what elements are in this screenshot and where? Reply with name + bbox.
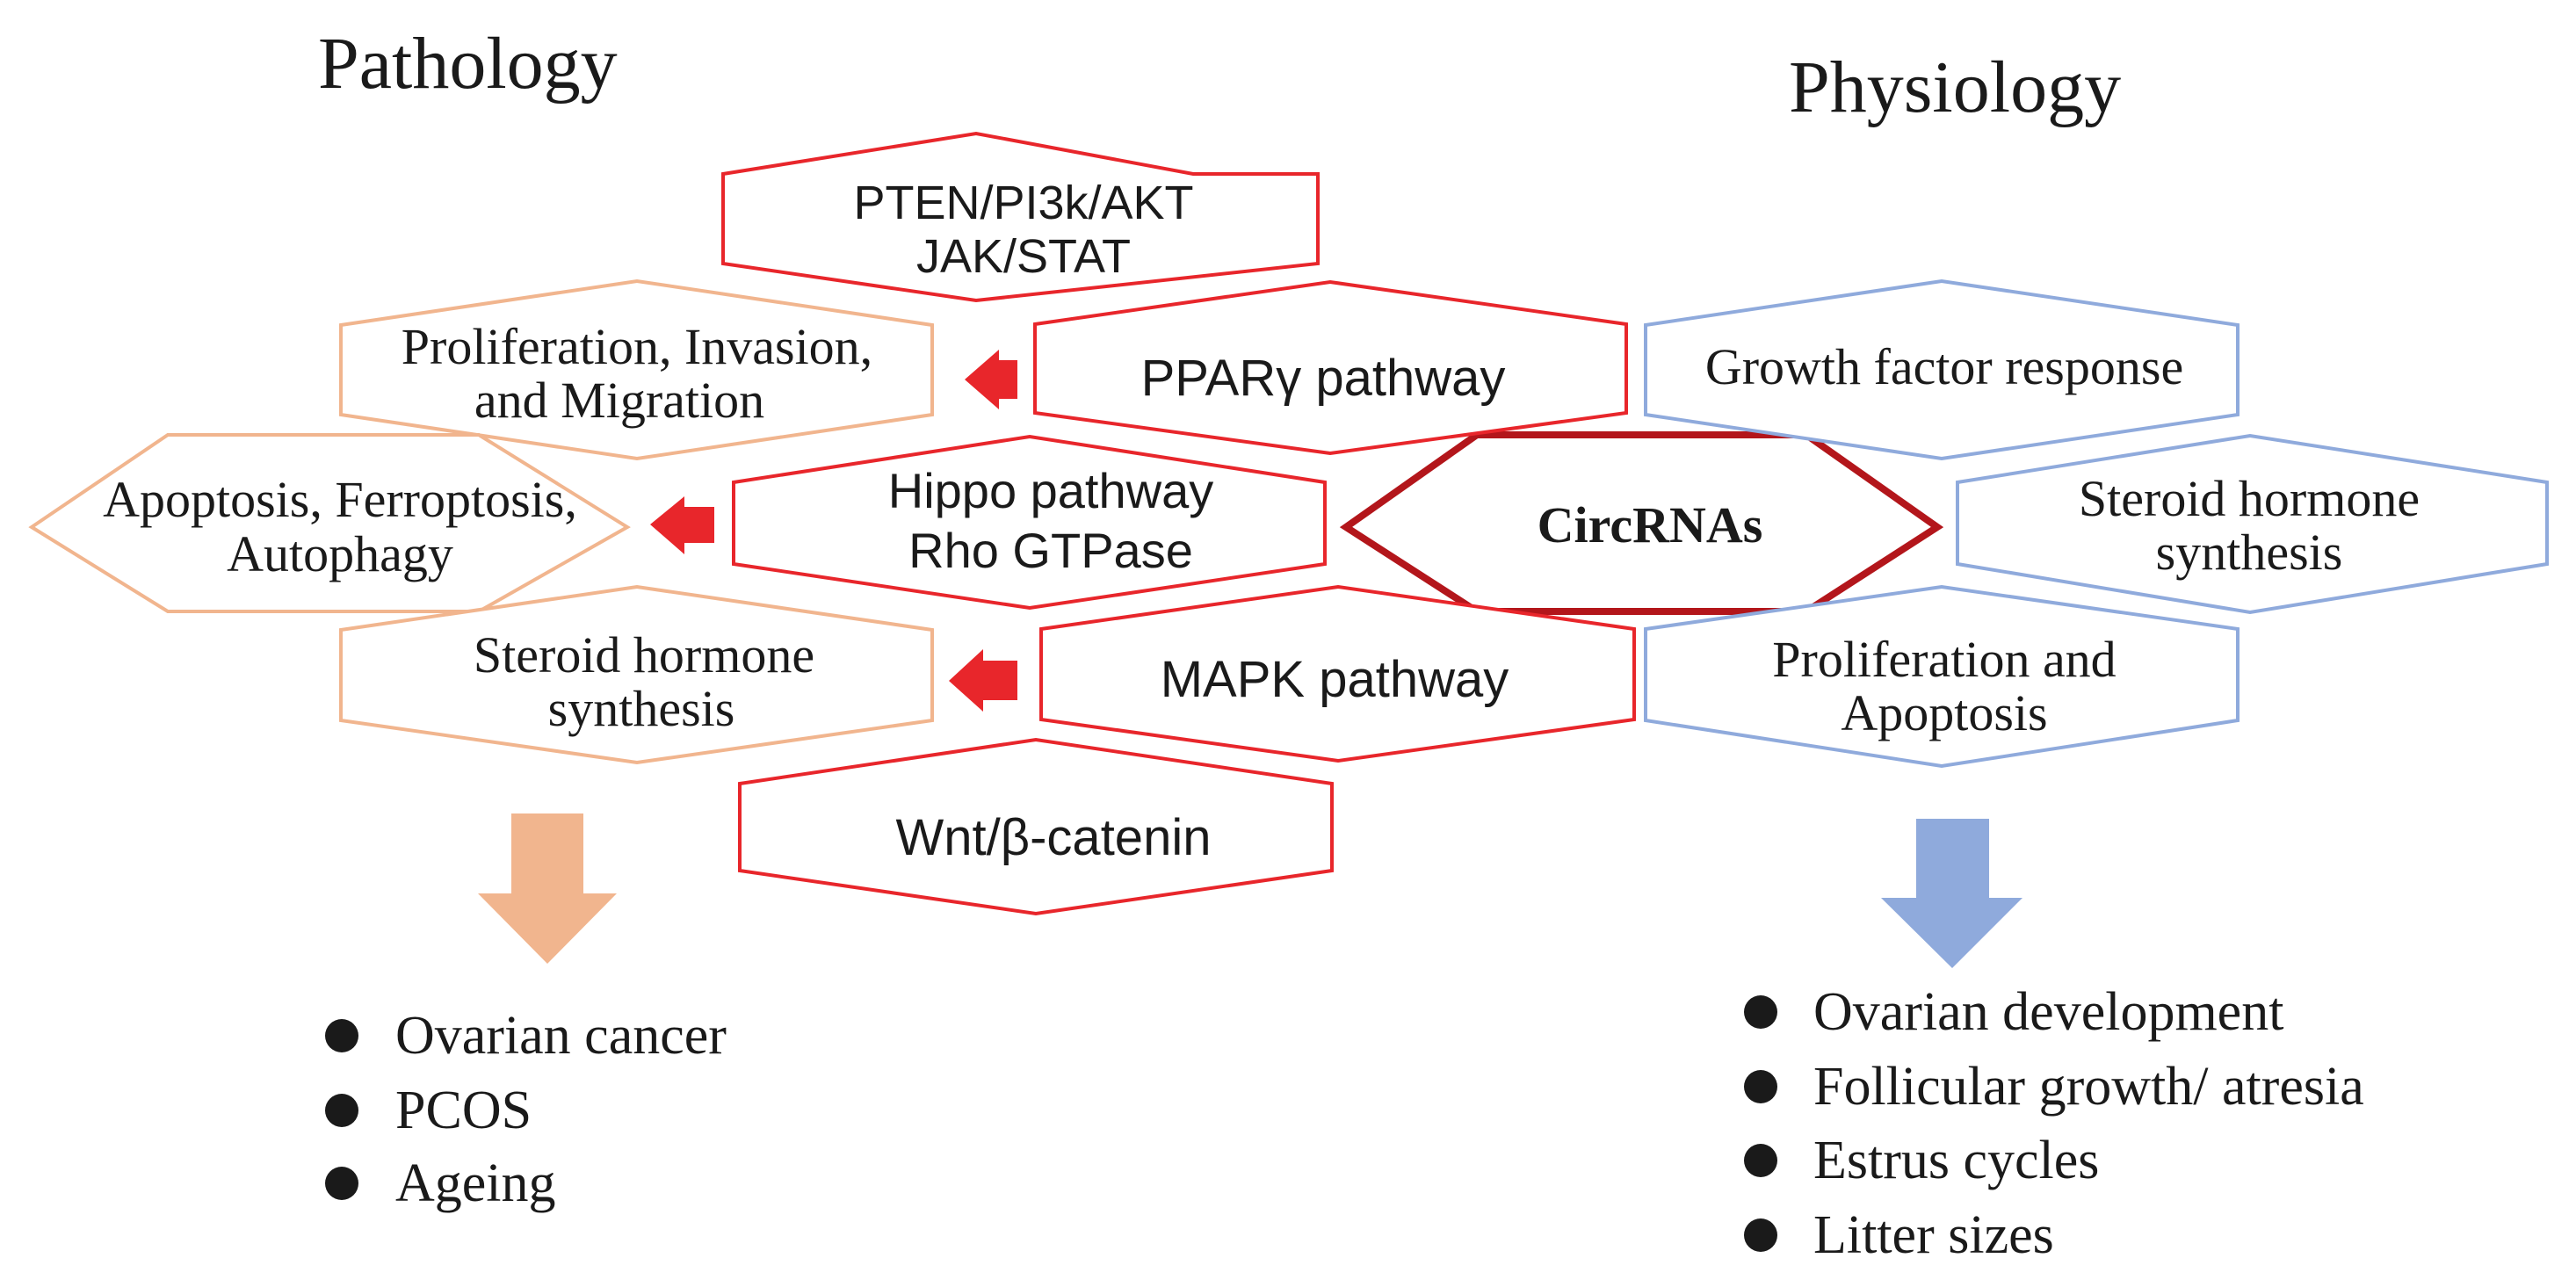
bullet-icon (325, 1167, 358, 1200)
proliferation-apoptosis-hexagon: Proliferation and Apoptosis (1644, 584, 2240, 769)
list-item: Ovarian cancer (395, 1006, 727, 1066)
bullet-icon (1744, 1144, 1777, 1177)
wnt-beta-catenin-label: Wnt/β-catenin (896, 809, 1212, 866)
list-item: Estrus cycles (1813, 1131, 2099, 1190)
pathology-down-arrow-icon (478, 813, 617, 964)
physiology-outcomes-list: Ovarian development Follicular growth/ a… (1744, 982, 2364, 1265)
apoptosis-label: Apoptosis (1841, 684, 2047, 741)
autophagy-label: Autophagy (227, 525, 453, 582)
physiology-down-arrow-icon (1881, 819, 2022, 968)
pathology-steroid-hormone-label: Steroid hormone (474, 626, 814, 683)
apoptosis-ferroptosis-autophagy-hexagon: Apoptosis, Ferroptosis, Autophagy (28, 433, 631, 613)
pten-pi3k-akt-label: PTEN/PI3k/AKT (853, 177, 1193, 229)
red-arrow-left-icon (949, 649, 1017, 712)
pathology-outcomes-list: Ovarian cancer PCOS Ageing (325, 1006, 727, 1213)
bullet-icon (325, 1019, 358, 1052)
physiology-steroid-hormone-hexagon: Steroid hormone synthesis (1956, 433, 2549, 615)
pathology-steroid-hormone-hexagon: Steroid hormone synthesis (339, 584, 934, 765)
jak-stat-label: JAK/STAT (916, 230, 1131, 283)
ppar-pathway-label: PPARγ pathway (1141, 350, 1506, 407)
wnt-pathway-hexagon: Wnt/β-catenin (738, 737, 1334, 916)
physiology-steroid-hormone-label: Steroid hormone (2079, 470, 2420, 527)
list-item: Ovarian development (1813, 982, 2283, 1042)
pathology-synthesis-label: synthesis (548, 680, 735, 737)
pten-jak-pathway-hexagon: PTEN/PI3k/AKT JAK/STAT (721, 131, 1320, 303)
physiology-synthesis-label: synthesis (2156, 524, 2343, 581)
growth-factor-response-label: Growth factor response (1705, 338, 2183, 395)
bullet-icon (1744, 995, 1777, 1029)
proliferation-invasion-label: Proliferation, Invasion, (402, 318, 872, 375)
ppar-pathway-hexagon: PPARγ pathway (1033, 279, 1628, 456)
red-arrow-left-icon (650, 496, 714, 554)
hippo-pathway-label: Hippo pathway (888, 463, 1213, 518)
rho-gtpase-label: Rho GTPase (908, 523, 1193, 578)
pathology-heading: Pathology (318, 23, 618, 105)
list-item: PCOS (395, 1081, 532, 1140)
mapk-pathway-label: MAPK pathway (1161, 651, 1509, 708)
circrnas-label: CircRNAs (1538, 496, 1763, 553)
red-arrow-left-icon (965, 350, 1017, 409)
growth-factor-response-hexagon: Growth factor response (1644, 278, 2240, 461)
list-item: Ageing (395, 1153, 556, 1213)
proliferation-and-label: Proliferation and (1772, 631, 2116, 688)
physiology-heading: Physiology (1789, 47, 2121, 128)
list-item: Litter sizes (1813, 1205, 2054, 1265)
bullet-icon (325, 1094, 358, 1127)
and-migration-label: and Migration (474, 372, 764, 429)
circrnas-hexagon: CircRNAs (1339, 431, 1944, 615)
list-item: Follicular growth/ atresia (1813, 1057, 2364, 1117)
apoptosis-ferroptosis-label: Apoptosis, Ferroptosis, (103, 471, 577, 528)
hippo-rho-pathway-hexagon: Hippo pathway Rho GTPase (732, 434, 1327, 611)
mapk-pathway-hexagon: MAPK pathway (1039, 584, 1636, 763)
bullet-icon (1744, 1070, 1777, 1103)
bullet-icon (1744, 1218, 1777, 1252)
proliferation-invasion-migration-hexagon: Proliferation, Invasion, and Migration (339, 278, 934, 461)
